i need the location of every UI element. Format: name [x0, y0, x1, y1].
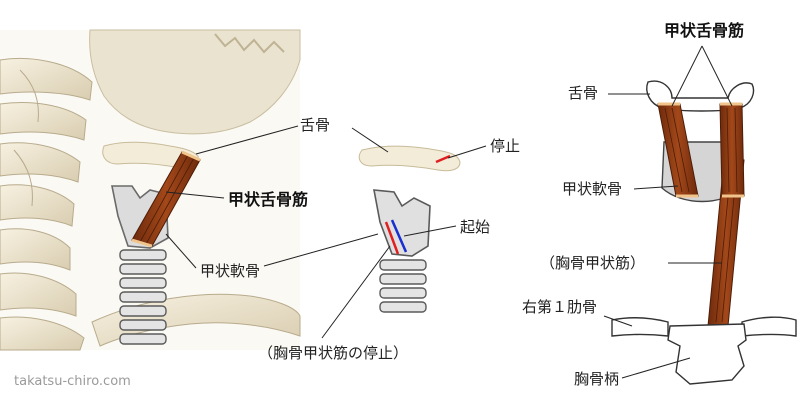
middle-hyoid-leader — [351, 127, 389, 153]
insertion-line — [435, 154, 451, 164]
right-sternothyroid-label: （胸骨甲状筋） — [540, 254, 645, 272]
watermark: takatsu-chiro.com — [14, 374, 131, 389]
skull — [89, 29, 301, 135]
cervical-spine — [0, 57, 93, 351]
right-thyrohyoid-right — [719, 102, 745, 198]
origin-line-blue — [390, 219, 408, 253]
left-hyoid-leader — [195, 125, 299, 155]
right-first-rib-label: 右第１肋骨 — [522, 298, 597, 316]
left-first-rib — [741, 316, 797, 337]
left-hyoid-label: 舌骨 — [300, 116, 330, 134]
insertion-label: 停止 — [490, 137, 520, 155]
insertion-leader — [447, 145, 487, 159]
left-muscle-label: 甲状舌骨筋 — [228, 190, 308, 209]
middle-hyoid-bone — [358, 145, 461, 172]
left-skeleton-photo — [0, 29, 301, 351]
middle-thyroid-cartilage — [373, 189, 431, 257]
manubrium-leader — [621, 357, 691, 379]
right-muscle-label: 甲状舌骨筋 — [664, 21, 744, 40]
middle-panel — [358, 145, 461, 313]
sternothyroid-insertion-leader — [321, 245, 391, 339]
teeth — [214, 33, 285, 54]
right-thyroid-label: 甲状軟骨 — [562, 180, 622, 198]
right-panel — [611, 80, 797, 385]
right-first-rib-leader — [603, 315, 633, 327]
left-thyroid-leader — [165, 233, 197, 269]
left-thyroid-label: 甲状軟骨 — [200, 262, 260, 280]
manubrium — [667, 323, 747, 385]
middle-thyroid-leader — [263, 233, 379, 267]
right-muscle-leader-right — [701, 45, 733, 107]
manubrium-label: 胸骨柄 — [574, 370, 619, 388]
middle-trachea — [379, 259, 427, 313]
sternothyroid-insertion-label: （胸骨甲状筋の停止） — [258, 344, 408, 362]
right-thyroid-leader — [633, 185, 679, 190]
left-trachea — [119, 249, 167, 345]
origin-label: 起始 — [460, 218, 490, 236]
origin-leader — [403, 225, 457, 237]
origin-line-red — [384, 221, 400, 255]
right-muscle-leader-left — [671, 45, 703, 107]
right-first-rib — [611, 317, 669, 337]
left-muscle-leader — [165, 191, 225, 199]
right-hyoid-label: 舌骨 — [568, 84, 598, 102]
left-thyrohyoid-muscle — [131, 150, 201, 248]
